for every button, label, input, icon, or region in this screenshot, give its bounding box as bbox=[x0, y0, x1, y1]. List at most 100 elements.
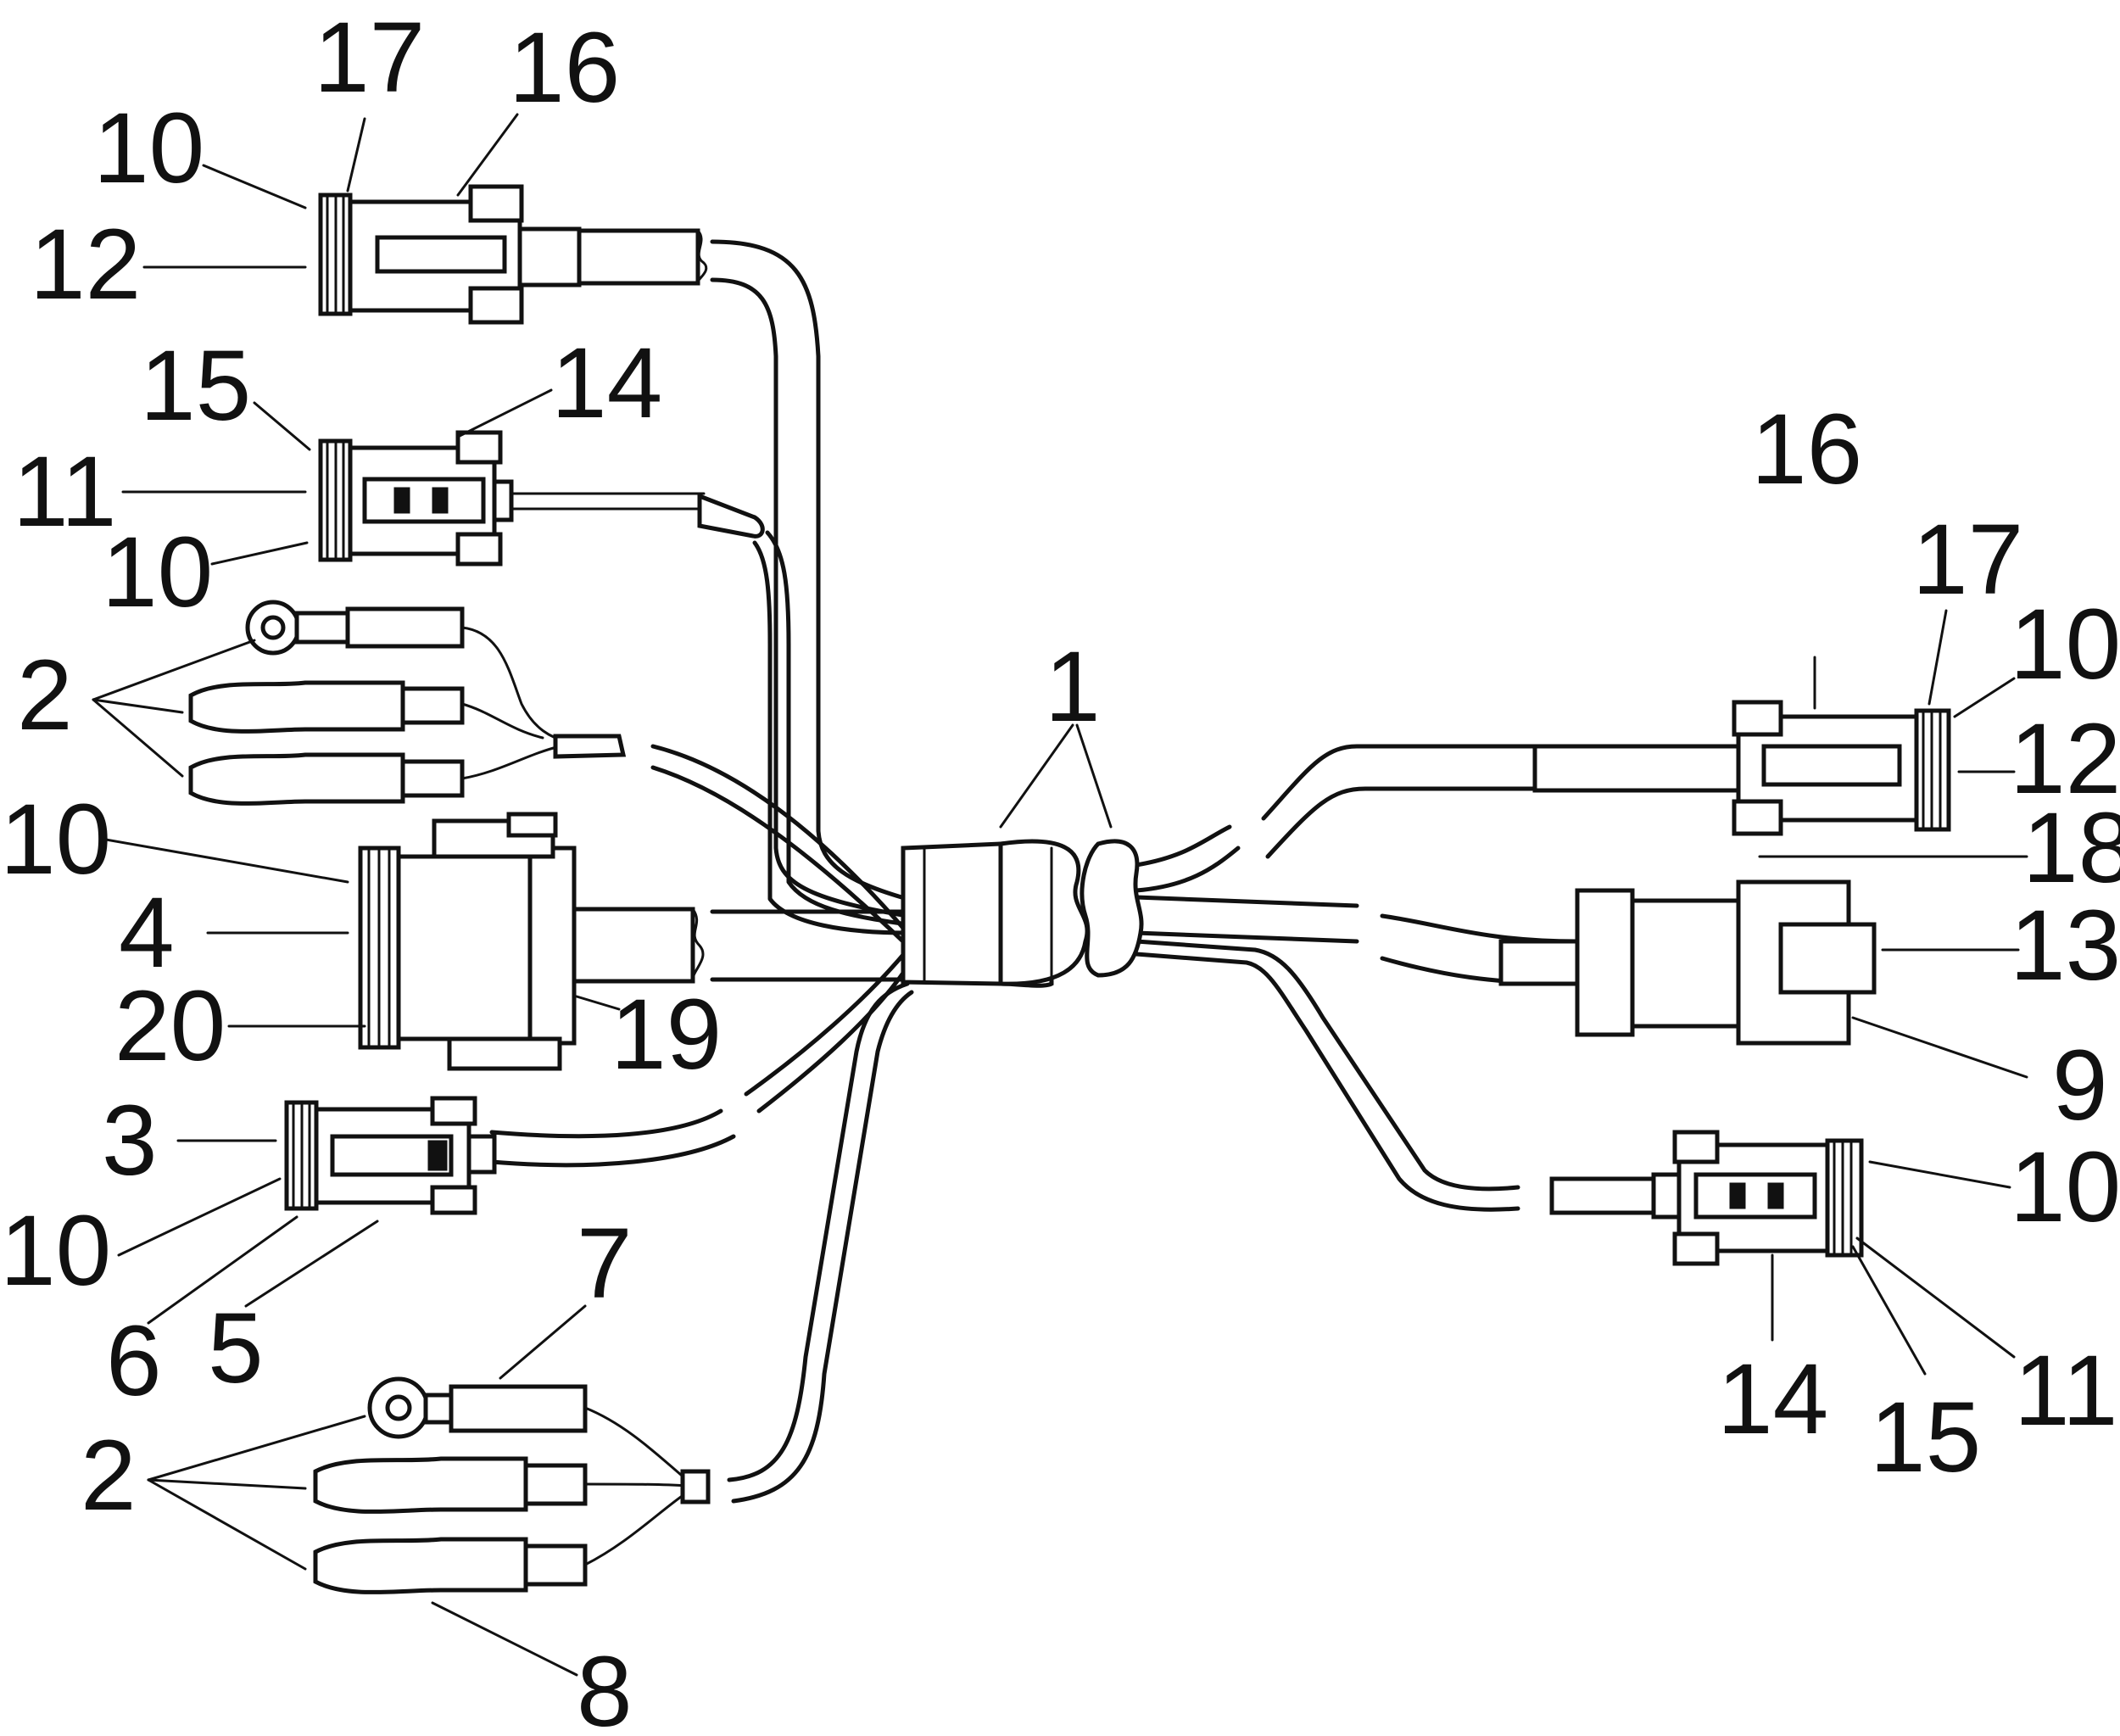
leader-8-lower bbox=[431, 1601, 578, 1677]
connector-right-lower-pin-a bbox=[1729, 1182, 1746, 1209]
spade-terminal-lower-a bbox=[313, 1456, 528, 1514]
connector-right-middle-tab bbox=[1778, 922, 1877, 995]
callout-18-right: 18 bbox=[2022, 792, 2120, 904]
callout-5-small: 5 bbox=[208, 1292, 264, 1404]
callout-14-right-lower: 14 bbox=[1717, 1343, 1828, 1455]
callout-17-top: 17 bbox=[314, 2, 425, 114]
leader-10-second bbox=[210, 541, 309, 566]
leader-5-small bbox=[244, 1220, 379, 1308]
leader-10-top bbox=[202, 164, 307, 209]
connector-large-left-boot bbox=[572, 907, 695, 984]
terminal-lower-splice bbox=[680, 1469, 711, 1504]
wire-right-middle bbox=[1134, 895, 1580, 986]
leader-19-large bbox=[575, 995, 621, 1011]
leader-10-large bbox=[104, 838, 349, 884]
connector-right-upper-boot bbox=[1532, 744, 1741, 793]
connector-right-middle-body bbox=[1630, 898, 1741, 1029]
callout-9-right: 9 bbox=[2052, 1030, 2108, 1142]
leader-17-top bbox=[346, 117, 366, 193]
callout-10-second: 10 bbox=[102, 516, 213, 628]
callout-10-top: 10 bbox=[93, 92, 204, 204]
connector-top-left-ribs bbox=[326, 193, 345, 315]
connector-top-left-boot bbox=[517, 226, 582, 287]
leader-lines bbox=[92, 113, 2028, 1677]
connector-large-left-ribs bbox=[367, 846, 391, 1049]
leader-1a bbox=[999, 723, 1074, 829]
connector-top-left-latch bbox=[468, 184, 524, 223]
callout-6-small: 6 bbox=[106, 1305, 162, 1417]
spade-terminal-upper-b-crimp bbox=[400, 759, 465, 798]
wire-cut-second-left bbox=[697, 493, 765, 539]
connector-right-upper-latch-lower bbox=[1732, 799, 1783, 836]
connector-large-left-foot bbox=[447, 1036, 562, 1071]
connector-right-lower bbox=[1549, 1130, 1864, 1266]
spade-terminal-upper-a-crimp bbox=[400, 686, 465, 725]
connector-second-left-boot bbox=[492, 479, 514, 522]
callout-15-second: 15 bbox=[140, 330, 251, 442]
connector-second-left bbox=[318, 430, 765, 567]
ring-terminal-lower-barrel bbox=[423, 1393, 454, 1425]
callout-11-second: 11 bbox=[13, 436, 117, 548]
wire-right-lower bbox=[1134, 939, 1656, 1215]
spade-terminal-lower-a-crimp bbox=[523, 1463, 588, 1506]
callout-10-small: 10 bbox=[0, 1195, 111, 1307]
terminal-upper-splice bbox=[553, 734, 627, 759]
connector-large-left bbox=[358, 812, 705, 1071]
leader-2-lower-c bbox=[147, 1478, 307, 1571]
connector-top-left-terminal bbox=[375, 235, 507, 274]
leader-10-small bbox=[117, 1177, 282, 1257]
connector-small-left-pin bbox=[427, 1140, 448, 1171]
wire-terminal-group-upper bbox=[650, 744, 910, 948]
connector-right-middle bbox=[1498, 879, 1877, 1046]
connector-right-lower-window bbox=[1693, 1172, 1817, 1220]
connector-top-left-cable-end bbox=[577, 228, 700, 286]
connector-second-left-latch-lower bbox=[455, 532, 503, 567]
ring-terminal-upper-hole bbox=[260, 615, 286, 640]
leader-2-upper-a bbox=[92, 639, 256, 701]
connector-small-left-latch bbox=[430, 1096, 477, 1126]
connector-right-lower-ribs bbox=[1833, 1139, 1853, 1257]
leader-6-small bbox=[147, 1215, 298, 1325]
leader-15-right-lower bbox=[1851, 1245, 1927, 1376]
wire-second-bend bbox=[752, 530, 910, 935]
connector-right-lower-latch bbox=[1672, 1130, 1720, 1164]
ring-terminal-upper-barrel bbox=[294, 611, 350, 645]
connector-second-left-pin-a bbox=[393, 487, 410, 514]
wire-cut-top-left bbox=[696, 229, 708, 285]
connector-right-upper-latch bbox=[1732, 700, 1783, 737]
callout-10-right-upper: 10 bbox=[2010, 589, 2120, 701]
wire-cut-large-left bbox=[691, 907, 705, 983]
leader-2-lower-b bbox=[147, 1478, 307, 1490]
connector-right-upper-terminal bbox=[1761, 744, 1902, 787]
terminal-lower-leads bbox=[583, 1406, 689, 1566]
leader-10-right-lower bbox=[1868, 1160, 2011, 1189]
connector-small-left-ribs bbox=[292, 1101, 311, 1210]
spade-terminal-lower-b bbox=[313, 1537, 528, 1594]
wire-small-connector bbox=[489, 947, 910, 1168]
connector-second-left-pin-b bbox=[432, 487, 449, 514]
connector-right-lower-latch-lower bbox=[1672, 1231, 1720, 1266]
callout-7-lower: 7 bbox=[577, 1208, 633, 1320]
callout-11-right-lower: 11 bbox=[2014, 1335, 2118, 1447]
terminal-group-upper bbox=[188, 600, 627, 806]
callout-16-right: 16 bbox=[1751, 394, 1862, 505]
callout-1: 1 bbox=[1045, 631, 1101, 743]
wire-second-connector bbox=[507, 492, 706, 511]
leader-9-right bbox=[1851, 1016, 2028, 1079]
wire-terminal-group-lower bbox=[727, 981, 914, 1504]
ring-terminal-lower-sleeve bbox=[449, 1384, 588, 1433]
connector-small-left-boot bbox=[466, 1134, 497, 1175]
callout-17-right: 17 bbox=[1912, 504, 2023, 616]
terminal-upper-leads bbox=[460, 626, 570, 780]
connector-right-upper bbox=[1532, 700, 1951, 836]
connector-large-left-flange bbox=[527, 846, 577, 1046]
callout-4-large: 4 bbox=[119, 877, 175, 989]
harness-sleeve bbox=[901, 839, 1144, 988]
connector-right-middle-collar bbox=[1575, 888, 1635, 1037]
ring-terminal-lower-hole bbox=[385, 1394, 412, 1421]
terminal-group-lower bbox=[313, 1376, 711, 1594]
leader-14-second bbox=[456, 388, 553, 438]
callout-16-top: 16 bbox=[509, 12, 620, 124]
ring-terminal-upper-sleeve bbox=[345, 606, 465, 649]
